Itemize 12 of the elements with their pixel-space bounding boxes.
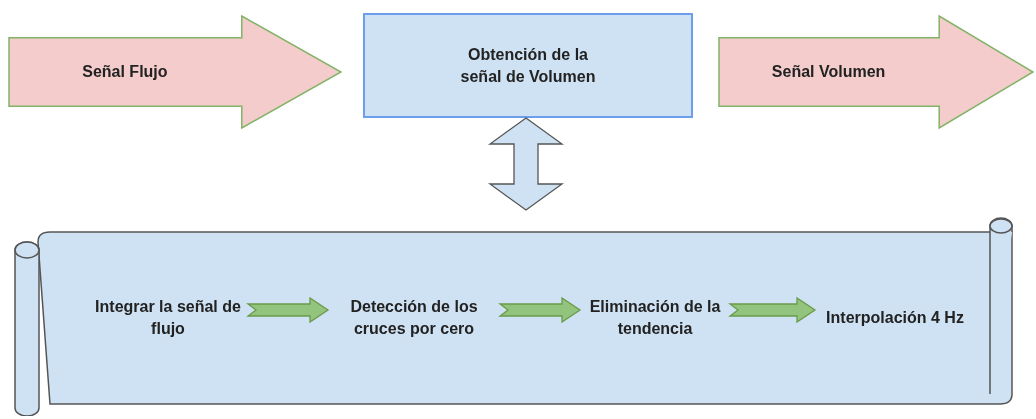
node-label: Obtención de la señal de Volumen [459,44,597,87]
node-label: Señal Volumen [771,62,886,82]
node-label: Integrar la señal de flujo [94,297,242,339]
node-label: Detección de los cruces por cero [349,297,479,339]
block-arrow [246,296,330,324]
block-arrow [488,117,564,211]
node-label: Interpolación 4 Hz [826,308,964,328]
block-arrow [728,296,817,324]
node-label: Eliminación de la tendencia [588,297,722,339]
block-arrow [498,296,582,324]
process-box [363,13,693,118]
node-label: Señal Flujo [82,62,168,82]
